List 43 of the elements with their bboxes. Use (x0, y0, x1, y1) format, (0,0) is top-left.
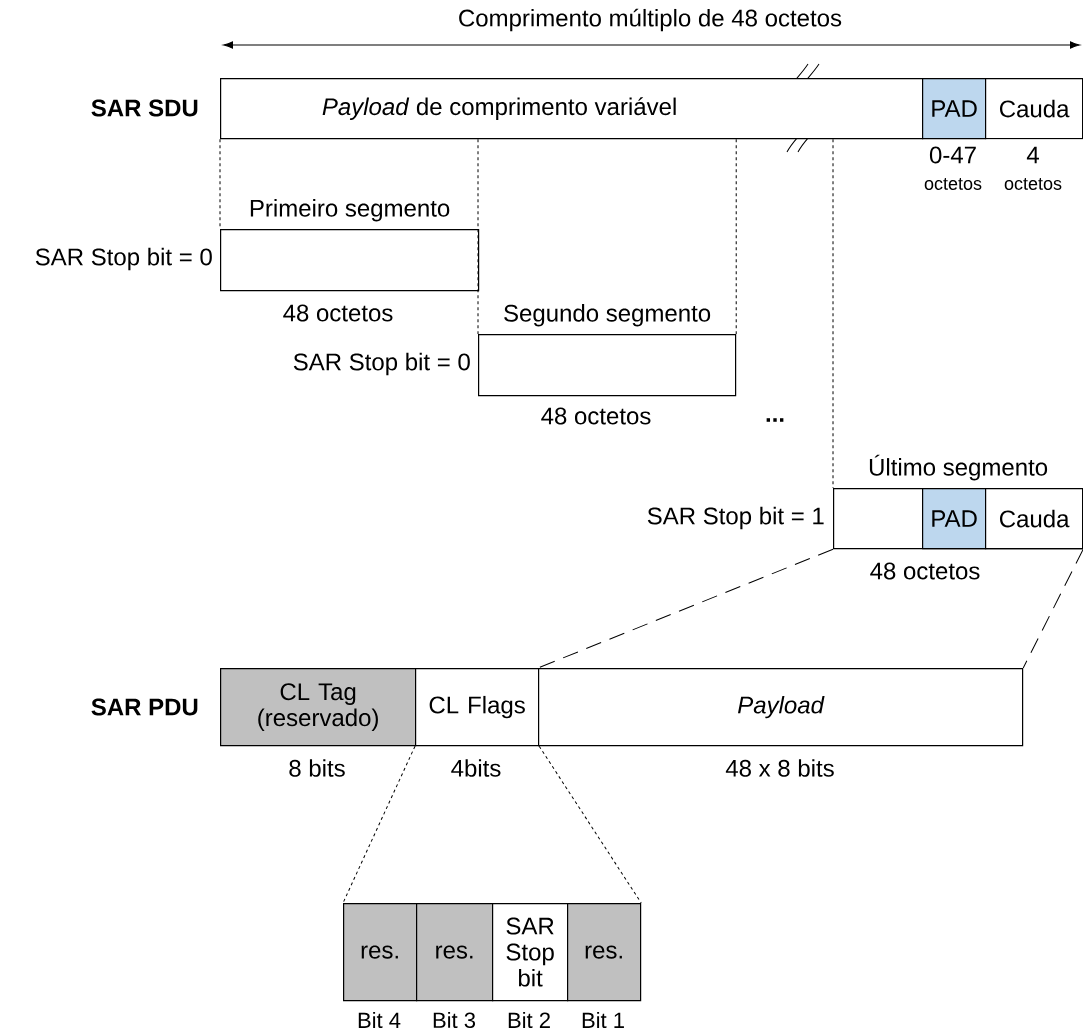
size-label: 4bits (451, 759, 501, 777)
size-label: 48 x 8 bits (725, 759, 834, 777)
expansion-line (1022, 548, 1083, 669)
trailer-field: Cauda (985, 488, 1083, 550)
node-label: Segundo segmento (504, 304, 711, 327)
expansion-line (477, 138, 479, 335)
segment-box: Segundo segmento (478, 304, 737, 397)
trailer-field: Cauda (985, 78, 1083, 140)
bit-number: Bit 3 (433, 1011, 476, 1029)
expansion-line (538, 745, 642, 904)
bit-field: res. (567, 903, 642, 1002)
size-label: 48 octetos (870, 562, 980, 580)
stop-bit-label: SAR Stop bit = 0 (35, 247, 212, 271)
bit-field: res. (343, 903, 418, 1002)
size-label: 8 bits (289, 759, 345, 777)
pad-field: PAD (922, 78, 987, 140)
bit-number: Bit 4 (358, 1011, 401, 1029)
size-label: 48 octetos (541, 407, 651, 425)
bit-number: Bit 2 (508, 1011, 550, 1029)
bit-number: Bit 1 (582, 1011, 624, 1029)
size-label: 0-47 (929, 146, 976, 164)
expansion-line (342, 745, 416, 904)
size-label: 4 (1026, 146, 1039, 164)
node-label: Primeiro segmento (250, 199, 450, 222)
stop-bit-label: SAR Stop bit = 1 (647, 506, 824, 530)
node-label: Último segmento (869, 454, 1048, 481)
dimension-label: Comprimento múltiplo de 48 octetos (459, 8, 842, 32)
size-label: 48 octetos (283, 304, 393, 322)
segment-box: Primeiro segmento (220, 199, 480, 292)
tag-field: CL Tag (reservado) (220, 668, 417, 747)
expansion-line (832, 138, 834, 489)
flags-field: CL Flags (415, 668, 540, 747)
stop-bit-label: SAR Stop bit = 0 (293, 352, 470, 376)
bit-field: res. (416, 903, 494, 1002)
bit-field: SAR Stop bit (492, 903, 569, 1002)
pad-field: PAD (922, 488, 987, 550)
ellipsis: ... (766, 418, 784, 422)
unit-label: octetos (1004, 178, 1062, 190)
payload-field: Payload de comprimento variável (220, 78, 924, 140)
expansion-line (735, 138, 737, 335)
unit-label: octetos (924, 178, 982, 190)
frame-label: SAR SDU (91, 99, 198, 117)
frame-label: SAR PDU (91, 698, 198, 716)
